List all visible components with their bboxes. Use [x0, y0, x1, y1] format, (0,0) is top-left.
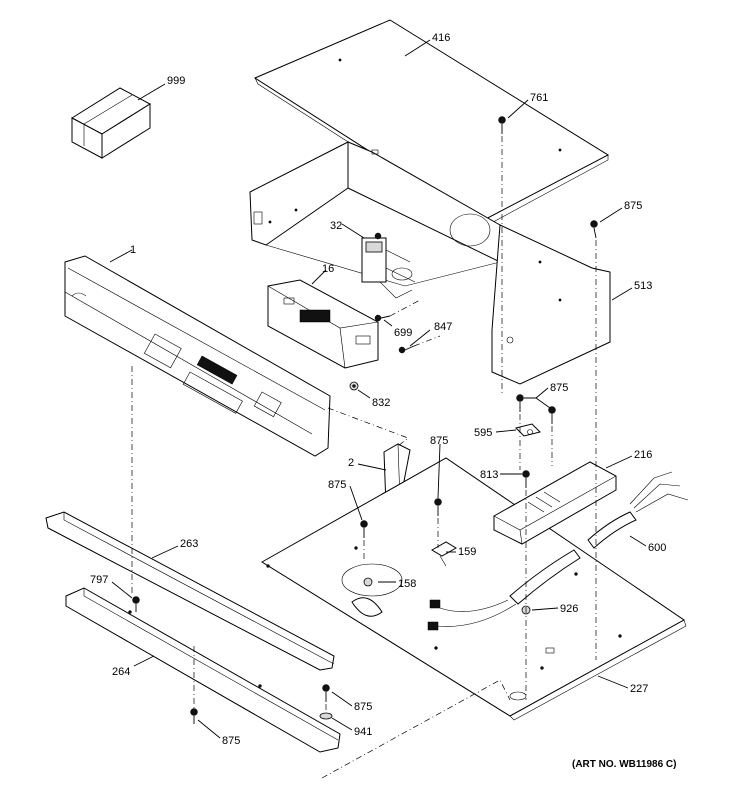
screw-797-icon: [132, 596, 140, 612]
label-941: 941: [354, 726, 372, 738]
screws: [132, 116, 598, 724]
label-263: 263: [180, 538, 198, 550]
label-875-c: 875: [430, 435, 448, 447]
screw-875-e-icon: [322, 684, 330, 702]
vent-slots: [527, 491, 561, 513]
label-797: 797: [90, 574, 108, 586]
part-labels: 416 999 761 875 513 32 1 16 699 847 832 …: [90, 32, 666, 747]
part-158-sensor: [341, 563, 403, 617]
screw-761-icon: [498, 116, 506, 134]
label-875-mid: 875: [550, 382, 568, 394]
screw-832-icon: [349, 381, 359, 391]
part-16-control-board: [267, 279, 379, 369]
label-813: 813: [480, 469, 498, 481]
label-875-e: 875: [354, 701, 372, 713]
art-number: (ART NO. WB11986 C): [572, 759, 676, 770]
part-216-terminal-cover: [493, 461, 617, 545]
keypad-buttons: [143, 333, 282, 418]
screw-813-icon: [522, 470, 530, 488]
oven-chassis-wrapper: [249, 141, 611, 385]
part-32-cooling-fan: [361, 232, 416, 299]
label-16: 16: [322, 263, 334, 275]
part-264-lower-rail: [65, 587, 341, 753]
label-847: 847: [434, 321, 452, 333]
screw-699-icon: [374, 314, 391, 322]
label-832: 832: [372, 397, 390, 409]
label-227: 227: [630, 683, 648, 695]
label-699: 699: [394, 327, 412, 339]
leader-lines: [109, 39, 647, 739]
label-761: 761: [530, 92, 548, 104]
label-875-d: 875: [328, 479, 346, 491]
label-1: 1: [130, 244, 136, 256]
screw-875-d-icon: [360, 520, 368, 538]
label-875-f: 875: [222, 735, 240, 747]
screw-875-mid-icon: [516, 394, 556, 424]
screw-875-top-icon: [590, 220, 598, 239]
label-2: 2: [348, 457, 354, 469]
label-999: 999: [167, 75, 185, 87]
label-926: 926: [560, 603, 578, 615]
label-216: 216: [634, 449, 652, 461]
part-227-bottom-plate: [261, 457, 687, 721]
part-159-thermostat: [431, 541, 457, 567]
label-595: 595: [474, 427, 492, 439]
label-32: 32: [330, 220, 342, 232]
label-600: 600: [648, 542, 666, 554]
screw-875-f-icon: [190, 708, 198, 724]
washer-941-icon: [319, 712, 333, 720]
screw-875-c-icon: [434, 498, 442, 516]
label-875-top: 875: [624, 200, 642, 212]
screw-847-icon: [398, 345, 415, 354]
label-264: 264: [112, 666, 130, 678]
part-1-control-panel: [64, 255, 331, 457]
part-999-box: [71, 87, 151, 159]
clip-595-icon: [515, 423, 541, 437]
label-159: 159: [458, 546, 476, 558]
alignment-lines: [131, 136, 597, 779]
part-263-front-trim: [45, 511, 335, 671]
label-158: 158: [398, 578, 416, 590]
label-416: 416: [432, 32, 450, 44]
label-513: 513: [634, 280, 652, 292]
part-600-wire-harness: [427, 471, 689, 631]
